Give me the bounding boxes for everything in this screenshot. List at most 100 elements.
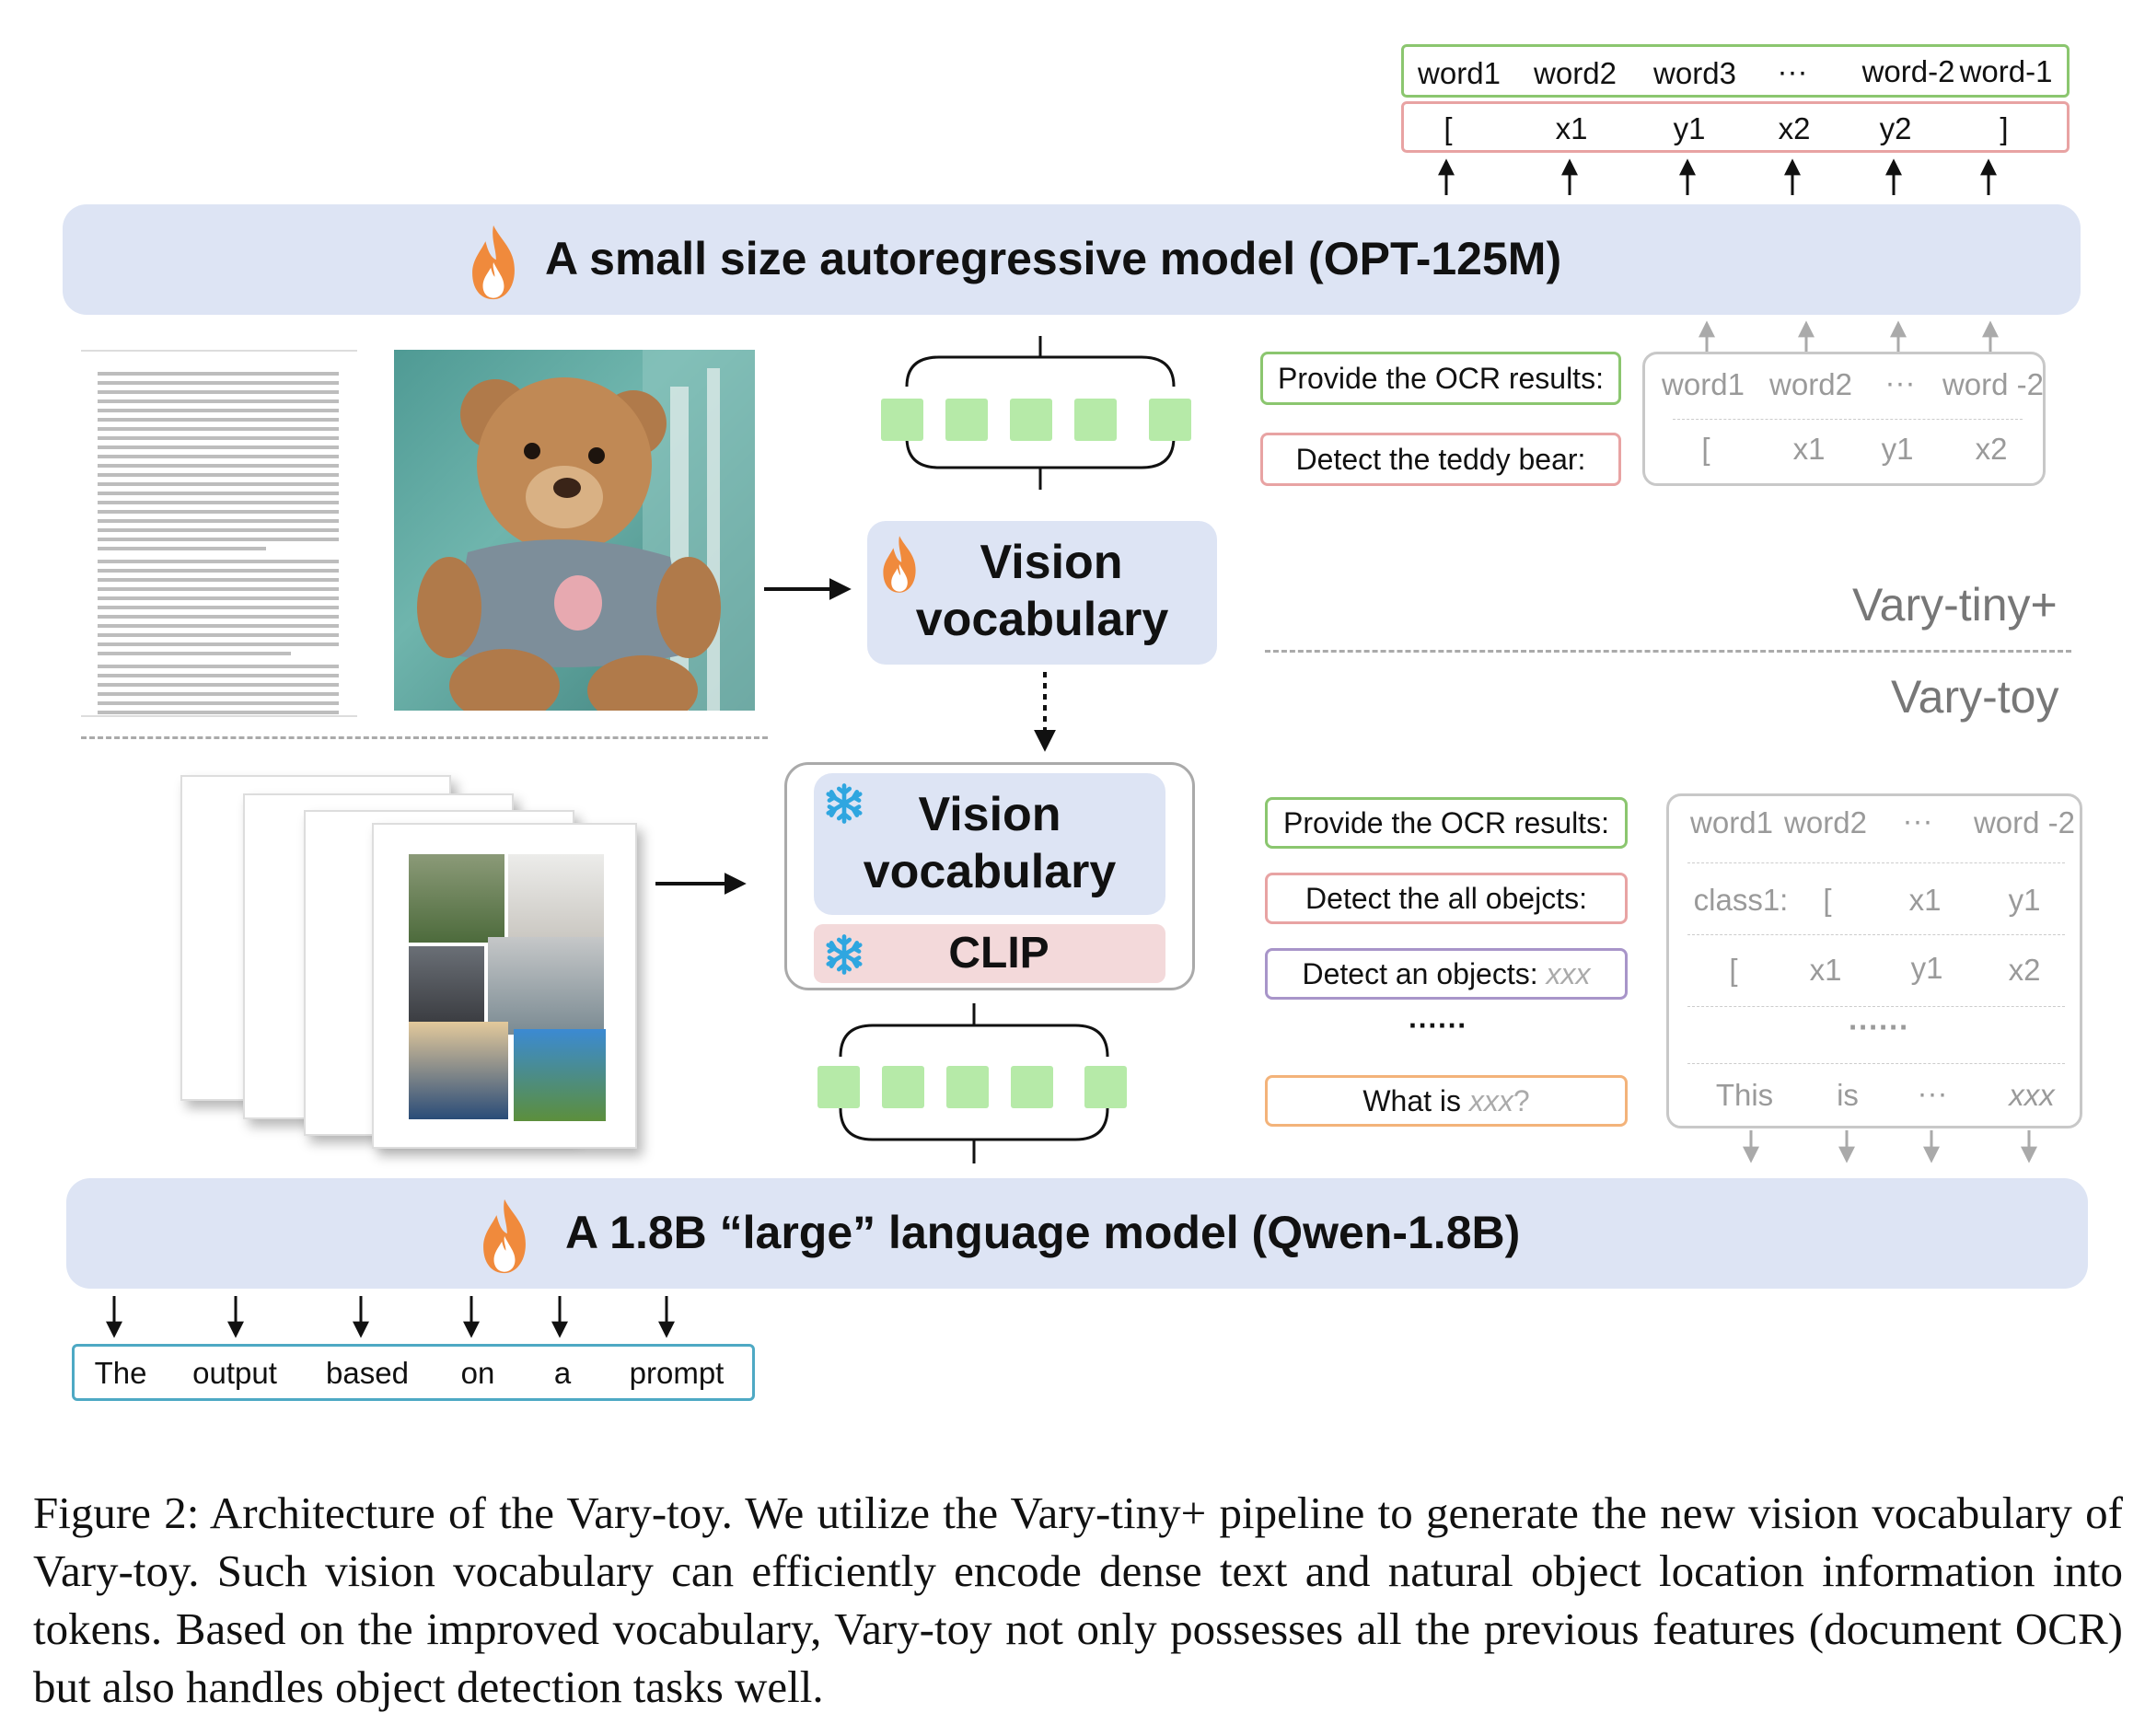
vary-toy-label: Vary-toy (1891, 671, 2059, 723)
toy-output-divider (1687, 862, 2065, 863)
opt-model-bar: A small size autoregressive model (OPT-1… (63, 204, 2081, 315)
tiny-prompt-ocr: Provide the OCR results: (1260, 352, 1621, 405)
vision-vocabulary-toy: Vision vocabulary (814, 773, 1165, 915)
toy-output-token: [ (1823, 883, 1832, 917)
toy-prompt-detect-an: Detect an objects: xxx (1265, 948, 1628, 1000)
dotted-arrow-down (1034, 672, 1056, 752)
top-word-token: word1 (1418, 56, 1501, 90)
clip-label: CLIP (948, 929, 1049, 978)
vision-token (882, 1066, 924, 1108)
toy-output-token: x2 (2008, 953, 2041, 987)
bottom-output-token: on (460, 1356, 495, 1390)
vision-vocab-line2: vocabulary (863, 845, 1117, 898)
bottom-output-token: output (192, 1356, 277, 1390)
top-up-arrows (1438, 158, 1997, 195)
vision-token (1011, 1066, 1053, 1108)
toy-output-token: word -2 (1973, 805, 2076, 839)
stacked-page-front (372, 823, 637, 1149)
toy-output-token: ··· (1902, 804, 1933, 838)
flame-icon (477, 1197, 532, 1276)
toy-output-token: is (1837, 1078, 1859, 1112)
tiny-output-divider (1673, 419, 2023, 420)
arrow-to-vocab-top (764, 578, 852, 600)
toy-output-divider (1687, 1063, 2065, 1064)
toy-prompt-detect-all: Detect the all obejcts: (1265, 873, 1628, 924)
tiny-output-token: word1 (1662, 367, 1745, 401)
vision-vocabulary-tiny: Vision vocabulary (867, 521, 1217, 665)
top-coord-token: ] (2000, 111, 2009, 145)
photo-landscape (409, 854, 504, 943)
vision-vocab-line1: Vision (918, 788, 1061, 841)
token-bracket-bottom (839, 1003, 1109, 1163)
token-bracket-top (905, 336, 1176, 490)
vision-token (817, 1066, 860, 1108)
toy-output-box: word1 word2 ··· word -2 class1: [ x1 y1 … (1666, 793, 2082, 1128)
pipeline-divider-left (81, 736, 768, 739)
toy-prompt-detect-an-var: xxx (1546, 956, 1591, 990)
top-word-token: word-1 (1959, 54, 2053, 88)
toy-output-down-arrows (1743, 1130, 2037, 1163)
top-word-row: word1 word2 word3 ··· word-2 word-1 (1401, 44, 2070, 98)
top-word-token: word-2 (1861, 54, 1955, 88)
toy-output-divider (1687, 934, 2065, 935)
clip-encoder-box: CLIP (814, 924, 1165, 983)
vision-vocab-line1: Vision (980, 536, 1123, 589)
tiny-output-token: word2 (1769, 367, 1852, 401)
toy-output-token: x1 (1908, 883, 1942, 917)
photo-room (508, 854, 604, 943)
toy-output-divider (1687, 1006, 2065, 1007)
tiny-prompt-detect: Detect the teddy bear: (1260, 433, 1621, 486)
vision-token (945, 399, 988, 441)
figure-caption: Figure 2: Architecture of the Vary-toy. … (33, 1487, 2123, 1712)
top-word-token: word2 (1534, 56, 1617, 90)
bottom-output-token: prompt (629, 1356, 725, 1390)
vision-token (946, 1066, 989, 1108)
pipeline-divider-right (1265, 650, 2071, 653)
vision-token (1010, 399, 1052, 441)
toy-output-token: xxx (2009, 1078, 2055, 1112)
toy-prompt-what-is: What is xxx? (1265, 1075, 1628, 1127)
top-coord-row: [ x1 y1 x2 y2 ] (1401, 101, 2070, 153)
photo-bin (514, 1029, 606, 1121)
toy-output-token: word2 (1784, 805, 1867, 839)
vision-encoder-group (784, 762, 1195, 990)
qwen-model-title: A 1.8B “large” language model (Qwen-1.8B… (565, 1207, 1521, 1258)
toy-prompt-ellipsis: ······ (1409, 1009, 1467, 1042)
flame-icon (878, 534, 921, 595)
toy-prompt-what-suffix: ? (1513, 1083, 1530, 1117)
tiny-output-token: x1 (1792, 432, 1826, 466)
photo-warehouse (488, 937, 604, 1035)
toy-output-ellipsis: ······ (1849, 1010, 1909, 1044)
toy-output-token: ··· (1917, 1076, 1948, 1110)
bottom-output-row: The output based on a prompt (72, 1344, 755, 1401)
toy-prompt-ocr: Provide the OCR results: (1265, 797, 1628, 849)
top-coord-token: y1 (1673, 111, 1706, 145)
bottom-down-arrows (106, 1296, 675, 1338)
tiny-output-box: word1 word2 ··· word -2 [ x1 y1 x2 (1642, 352, 2046, 486)
photo-woman (409, 1022, 508, 1119)
vision-token (1149, 399, 1191, 441)
toy-output-token: This (1715, 1078, 1774, 1112)
teddy-bear-image (394, 350, 755, 711)
toy-output-token: class1: (1693, 883, 1789, 917)
toy-prompt-what-text: What is (1362, 1083, 1469, 1117)
bottom-output-token: a (553, 1356, 572, 1390)
bottom-output-token: The (94, 1356, 147, 1390)
toy-prompt-detect-an-text: Detect an objects: (1302, 956, 1547, 990)
tiny-output-token: y1 (1881, 432, 1914, 466)
top-word-token: ··· (1777, 54, 1808, 88)
qwen-model-bar: A 1.8B “large” language model (Qwen-1.8B… (66, 1178, 2088, 1289)
top-coord-token: x2 (1778, 111, 1811, 145)
toy-output-token: word1 (1690, 805, 1773, 839)
toy-output-token: [ (1729, 953, 1738, 987)
tiny-output-up-arrows (1699, 320, 1999, 352)
toy-output-token: x1 (1809, 953, 1842, 987)
document-text-lines (98, 372, 339, 720)
tiny-output-token: [ (1701, 432, 1710, 466)
top-word-token: word3 (1653, 56, 1736, 90)
toy-prompt-what-var: xxx (1468, 1083, 1513, 1117)
tiny-output-token: word -2 (1942, 367, 2045, 401)
snowflake-icon (823, 933, 865, 976)
arrow-to-vocab-bottom (655, 873, 747, 895)
toy-output-token: y1 (2008, 883, 2041, 917)
